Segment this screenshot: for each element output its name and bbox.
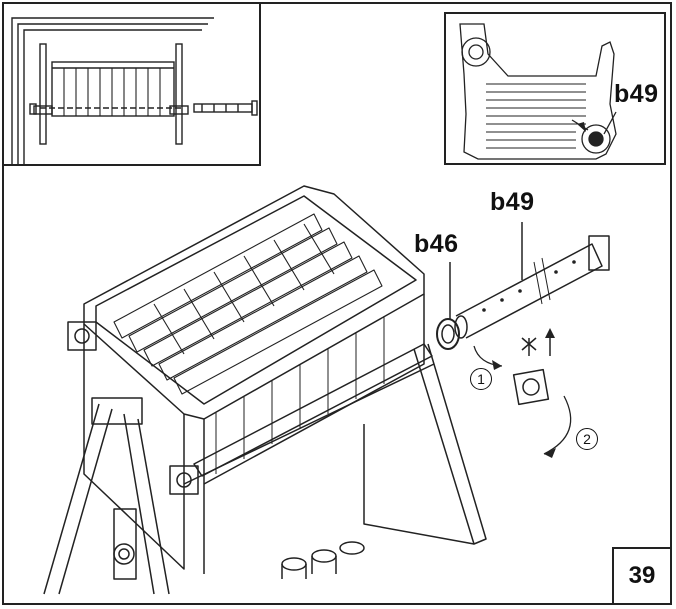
label-b49-inset: b49	[614, 80, 659, 108]
inset-front-view	[444, 12, 666, 165]
inset-side-view	[4, 4, 261, 166]
arrow-up-icon	[545, 328, 555, 338]
step-1-badge: 1	[470, 368, 492, 390]
label-b46: b46	[414, 230, 459, 258]
label-b49: b49	[490, 188, 535, 216]
page-number: 39	[612, 547, 670, 603]
arrow-head-1	[492, 360, 502, 370]
step-2-badge: 2	[576, 428, 598, 450]
main-exchanger-drawing	[43, 185, 610, 595]
front-view-drawing	[459, 23, 617, 160]
arrow-head-2	[544, 448, 556, 458]
side-view-drawing	[11, 17, 258, 164]
